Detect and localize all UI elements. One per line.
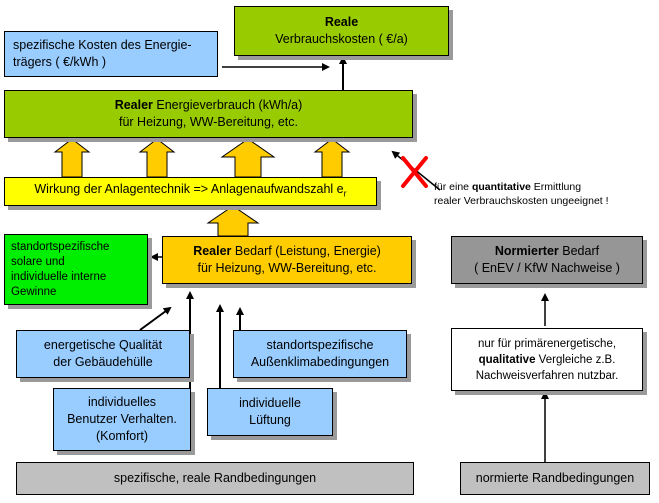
real-costs-box: Reale Verbrauchskosten ( €/a) [234, 6, 449, 56]
user-behavior-line1: individuelles [87, 395, 157, 409]
real-demand-line2: für Heizung, WW-Bereitung, etc. [197, 261, 377, 275]
arrow-quality-to-demand [139, 306, 172, 331]
unsuitable-note-pre: für eine [434, 181, 472, 193]
norm-demand-line1: Normierter Bedarf [495, 243, 599, 260]
real-conditions-text: spezifische, reale Randbedingungen [113, 471, 317, 485]
real-costs-title: Reale [324, 15, 359, 29]
real-consumption-rest: Energieverbrauch (kWh/a) [152, 98, 303, 112]
ventilation-box: individuelle Lüftung [207, 388, 333, 436]
unsuitable-note-post: Ermittlung [530, 181, 582, 193]
unsuitable-note-bold: quantitative [471, 181, 531, 193]
real-conditions-box: spezifische, reale Randbedingungen [16, 462, 414, 495]
norm-demand-line2: ( EnEV / KfW Nachweise ) [474, 261, 620, 275]
norm-demand-bold: Normierter [494, 244, 559, 258]
internal-gains-line4: Gewinne [11, 285, 57, 298]
block-arrow-3 [220, 138, 276, 178]
real-consumption-line1: Realer Energieverbrauch (kWh/a) [115, 97, 303, 114]
norm-usage-box: nur für primärenergetische, qualitative … [451, 328, 643, 391]
norm-usage-line1: nur für primärenergetische, [477, 337, 617, 350]
block-arrow-1 [53, 138, 91, 178]
plant-efficiency-sub: r [343, 188, 347, 199]
ventilation-line2: Lüftung [249, 413, 291, 427]
block-arrow-2 [138, 138, 176, 178]
unsuitable-note-line1: für eine quantitative Ermittlung [434, 180, 609, 194]
building-envelope-line2: der Gebäudehülle [53, 355, 153, 369]
climate-conditions-box: standortspezifische Außenklimabedingunge… [233, 330, 407, 378]
energy-carrier-cost-box: spezifische Kosten des Energie- trägers … [4, 31, 218, 77]
red-cross-icon [401, 156, 428, 188]
climate-conditions-line2: Außenklimabedingungen [250, 355, 390, 369]
internal-gains-box: standortspezifische solare und individue… [4, 234, 148, 305]
internal-gains-line1: standortspezifische [11, 240, 110, 253]
norm-usage-line2: qualitative Vergleiche z.B. [479, 352, 616, 368]
ventilation-line1: individuelle [239, 396, 301, 410]
unsuitable-note-line2: realer Verbrauchskosten ungeeignet ! [434, 195, 609, 207]
norm-demand-box: Normierter Bedarf ( EnEV / KfW Nachweise… [451, 236, 643, 284]
plant-efficiency-box: Wirkung der Anlagentechnik => Anlagenauf… [4, 177, 377, 206]
real-demand-rest: Bedarf (Leistung, Energie) [231, 244, 381, 258]
real-demand-bold: Realer [193, 244, 232, 258]
norm-usage-bold: qualitative [478, 353, 536, 366]
norm-usage-line3: Nachweisverfahren nutzbar. [475, 369, 619, 382]
norm-conditions-text: normierte Randbedingungen [475, 471, 635, 485]
norm-demand-rest: Bedarf [558, 244, 600, 258]
energy-carrier-cost-line1: spezifische Kosten des Energie- [13, 38, 192, 52]
real-consumption-line2: für Heizung, WW-Bereitung, etc. [118, 115, 298, 129]
user-behavior-line2: Benutzer Verhalten. [67, 412, 177, 426]
block-arrow-4 [313, 138, 351, 178]
plant-efficiency-text: Wirkung der Anlagentechnik => Anlagenauf… [34, 181, 346, 203]
internal-gains-line2: solare und [11, 255, 65, 268]
plant-efficiency-label: Wirkung der Anlagentechnik => Anlagenauf… [34, 181, 344, 196]
real-consumption-bold: Realer [114, 98, 153, 112]
block-arrow-demand [206, 205, 260, 237]
building-envelope-box: energetische Qualität der Gebäudehülle [16, 330, 190, 378]
norm-usage-rest: Vergleiche z.B. [535, 353, 616, 366]
norm-conditions-box: normierte Randbedingungen [460, 462, 650, 495]
energy-carrier-cost-line2: trägers ( €/kWh ) [13, 55, 107, 69]
climate-conditions-line1: standortspezifische [266, 338, 374, 352]
real-costs-subtitle: Verbrauchskosten ( €/a) [275, 32, 408, 46]
internal-gains-line3: individuelle interne [11, 270, 107, 283]
building-envelope-line1: energetische Qualität [43, 338, 163, 352]
unsuitable-note: für eine quantitative Ermittlung realer … [434, 180, 609, 208]
user-behavior-box: individuelles Benutzer Verhalten. (Komfo… [53, 388, 191, 451]
real-demand-line1: Realer Bedarf (Leistung, Energie) [193, 243, 381, 260]
real-consumption-box: Realer Energieverbrauch (kWh/a) für Heiz… [4, 90, 413, 138]
real-demand-box: Realer Bedarf (Leistung, Energie) für He… [162, 236, 412, 284]
user-behavior-line3: (Komfort) [95, 429, 149, 443]
